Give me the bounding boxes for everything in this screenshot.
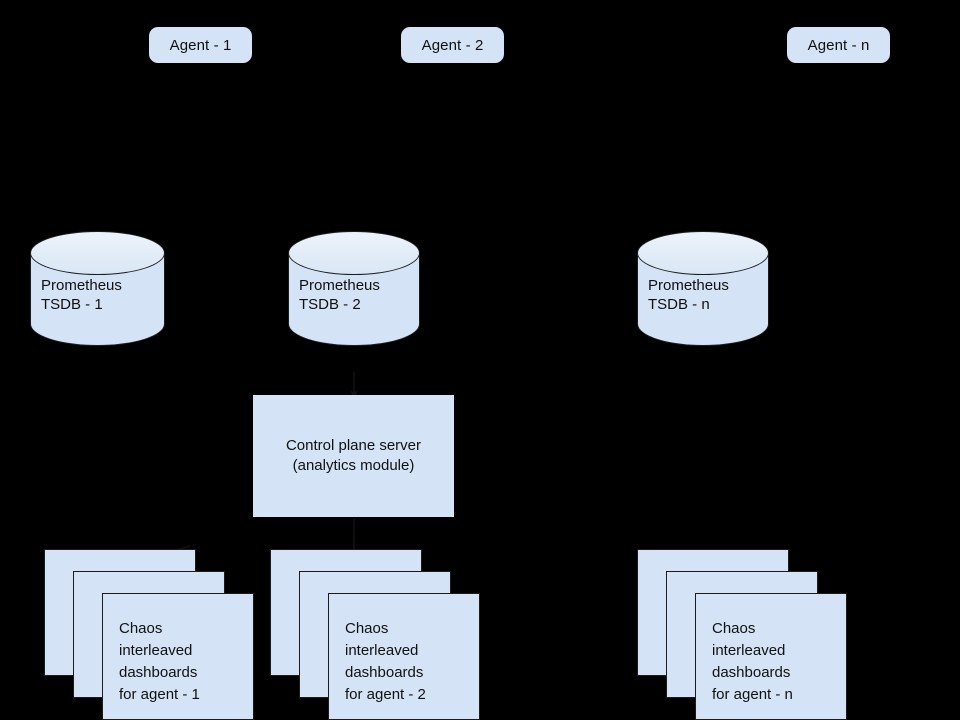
dashboard-stack-agent-2-label: Chaos interleaved dashboards for agent -… [345, 620, 426, 703]
cylinder-top-ellipse [637, 231, 769, 275]
dashboard-card-front: Chaos interleaved dashboards for agent -… [102, 593, 254, 720]
control-plane-server-label: Control plane server (analytics module) [285, 437, 422, 474]
control-plane-server-node[interactable]: Control plane server (analytics module) [253, 395, 454, 517]
database-node-tsdb-n[interactable]: Prometheus TSDB - n [637, 231, 769, 346]
agent-node-n-label: Agent - n [807, 36, 870, 54]
database-node-tsdb-n-label: Prometheus TSDB - n [648, 277, 729, 313]
dashboard-stack-agent-1[interactable]: Chaos interleaved dashboards for agent -… [44, 549, 254, 720]
dashboard-stack-agent-n[interactable]: Chaos interleaved dashboards for agent -… [637, 549, 847, 720]
dashboard-card-front: Chaos interleaved dashboards for agent -… [328, 593, 480, 720]
agent-node-2[interactable]: Agent - 2 [401, 27, 504, 63]
dashboard-stack-agent-2[interactable]: Chaos interleaved dashboards for agent -… [270, 549, 480, 720]
cylinder-top-ellipse [288, 231, 420, 275]
database-node-tsdb-1[interactable]: Prometheus TSDB - 1 [30, 231, 165, 346]
database-node-tsdb-2-label: Prometheus TSDB - 2 [299, 277, 380, 313]
dashboard-stack-agent-1-label: Chaos interleaved dashboards for agent -… [119, 620, 200, 703]
database-node-tsdb-2[interactable]: Prometheus TSDB - 2 [288, 231, 420, 346]
dashboard-card-front: Chaos interleaved dashboards for agent -… [695, 593, 847, 720]
agent-node-1-label: Agent - 1 [169, 36, 232, 54]
agent-node-1[interactable]: Agent - 1 [149, 27, 252, 63]
database-node-tsdb-1-label: Prometheus TSDB - 1 [41, 277, 122, 313]
agent-node-2-label: Agent - 2 [421, 36, 484, 54]
agent-node-n[interactable]: Agent - n [787, 27, 890, 63]
dashboard-stack-agent-n-label: Chaos interleaved dashboards for agent -… [712, 620, 793, 703]
cylinder-top-ellipse [30, 231, 165, 275]
